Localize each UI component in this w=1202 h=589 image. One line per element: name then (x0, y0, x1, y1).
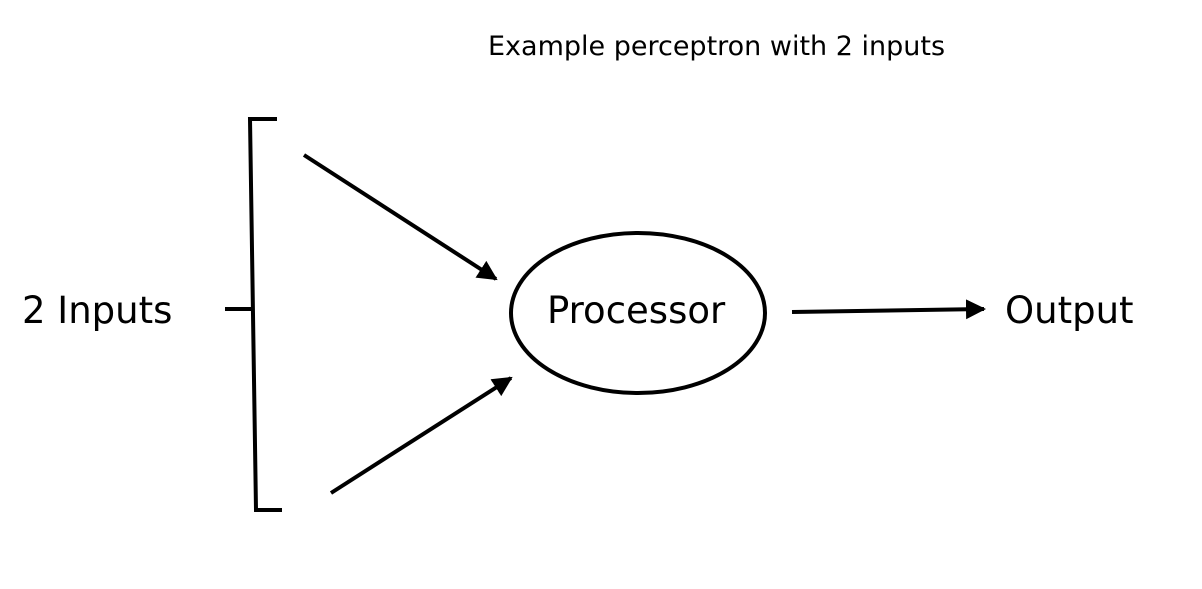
input-bracket (247, 117, 282, 512)
inputs-label: 2 Inputs (22, 289, 173, 332)
diagram-title: Example perceptron with 2 inputs (488, 31, 946, 62)
input-arrow-bottom (329, 376, 513, 495)
processor-node (509, 231, 767, 395)
processor-label: Processor (547, 289, 726, 332)
input-arrow-top (302, 153, 498, 281)
output-arrow (791, 299, 986, 320)
output-label: Output (1005, 289, 1134, 332)
